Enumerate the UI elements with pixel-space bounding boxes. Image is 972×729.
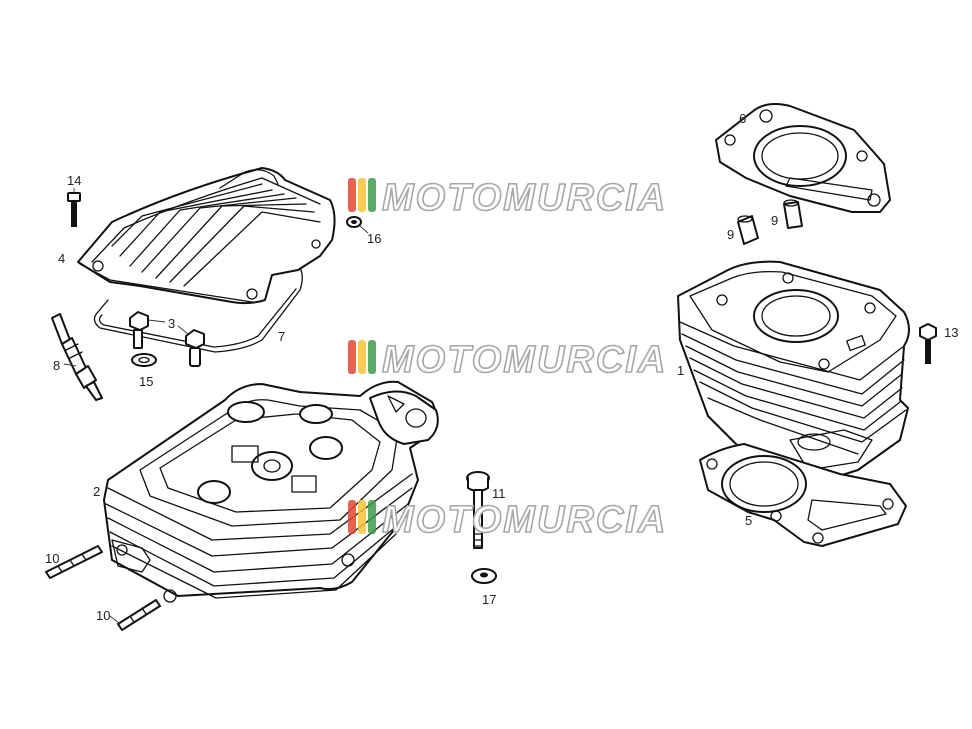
bolt-3-right <box>185 329 205 367</box>
callout-8: 8 <box>53 358 60 373</box>
watermark-text: MOTOMURCIA <box>382 499 667 541</box>
callout-14: 14 <box>67 173 81 188</box>
callout-7: 7 <box>278 329 285 344</box>
stud-10-lower <box>109 599 161 631</box>
valve-cover <box>77 167 336 305</box>
callout-11: 11 <box>492 486 506 501</box>
stud-10-upper <box>45 545 103 579</box>
cylinder-1 <box>677 260 910 481</box>
callout-17: 17 <box>482 592 496 607</box>
watermark-stripe-red <box>348 500 356 534</box>
watermark-stripe-red <box>348 340 356 374</box>
watermark-stripe-green <box>368 500 376 534</box>
callout-1: 1 <box>677 363 684 378</box>
callout-10-lower: 10 <box>96 608 110 623</box>
watermark-1: MOTOMURCIA <box>348 176 667 220</box>
base-gasket-5 <box>699 443 907 547</box>
valve-cover-gasket <box>93 249 303 353</box>
spark-plug-8 <box>51 313 103 401</box>
callout-10-upper: 10 <box>45 551 59 566</box>
watermark-stripe-yellow <box>358 340 366 374</box>
watermark-stripe-yellow <box>358 500 366 534</box>
nut-17 <box>471 568 497 584</box>
bolt-11 <box>466 471 490 549</box>
callout-6: 6 <box>739 111 746 126</box>
watermark-text: MOTOMURCIA <box>382 177 667 219</box>
watermark-3: MOTOMURCIA <box>348 498 667 542</box>
dowel-9-right <box>783 199 803 229</box>
nut-16 <box>346 216 369 234</box>
callout-13: 13 <box>944 325 958 340</box>
callout-4: 4 <box>58 251 65 266</box>
watermark-stripe-red <box>348 178 356 212</box>
head-gasket-6 <box>715 103 891 213</box>
callout-15: 15 <box>139 374 153 389</box>
watermark-stripe-yellow <box>358 178 366 212</box>
bolt-14 <box>67 188 81 227</box>
callout-9-left: 9 <box>727 227 734 242</box>
watermark-stripe-green <box>368 178 376 212</box>
bolt-13 <box>919 323 937 364</box>
callout-5: 5 <box>745 513 752 528</box>
bolt-3-left <box>129 311 149 349</box>
callout-2: 2 <box>93 484 100 499</box>
callout-9-right: 9 <box>771 213 778 228</box>
callout-16: 16 <box>367 231 381 246</box>
watermark-text: MOTOMURCIA <box>382 339 667 381</box>
watermark-stripe-green <box>368 340 376 374</box>
cylinder-head <box>103 380 439 603</box>
callout-3: 3 <box>168 316 175 331</box>
watermark-2: MOTOMURCIA <box>348 338 667 382</box>
dowel-9-left <box>737 215 759 245</box>
washer-15 <box>131 353 157 367</box>
